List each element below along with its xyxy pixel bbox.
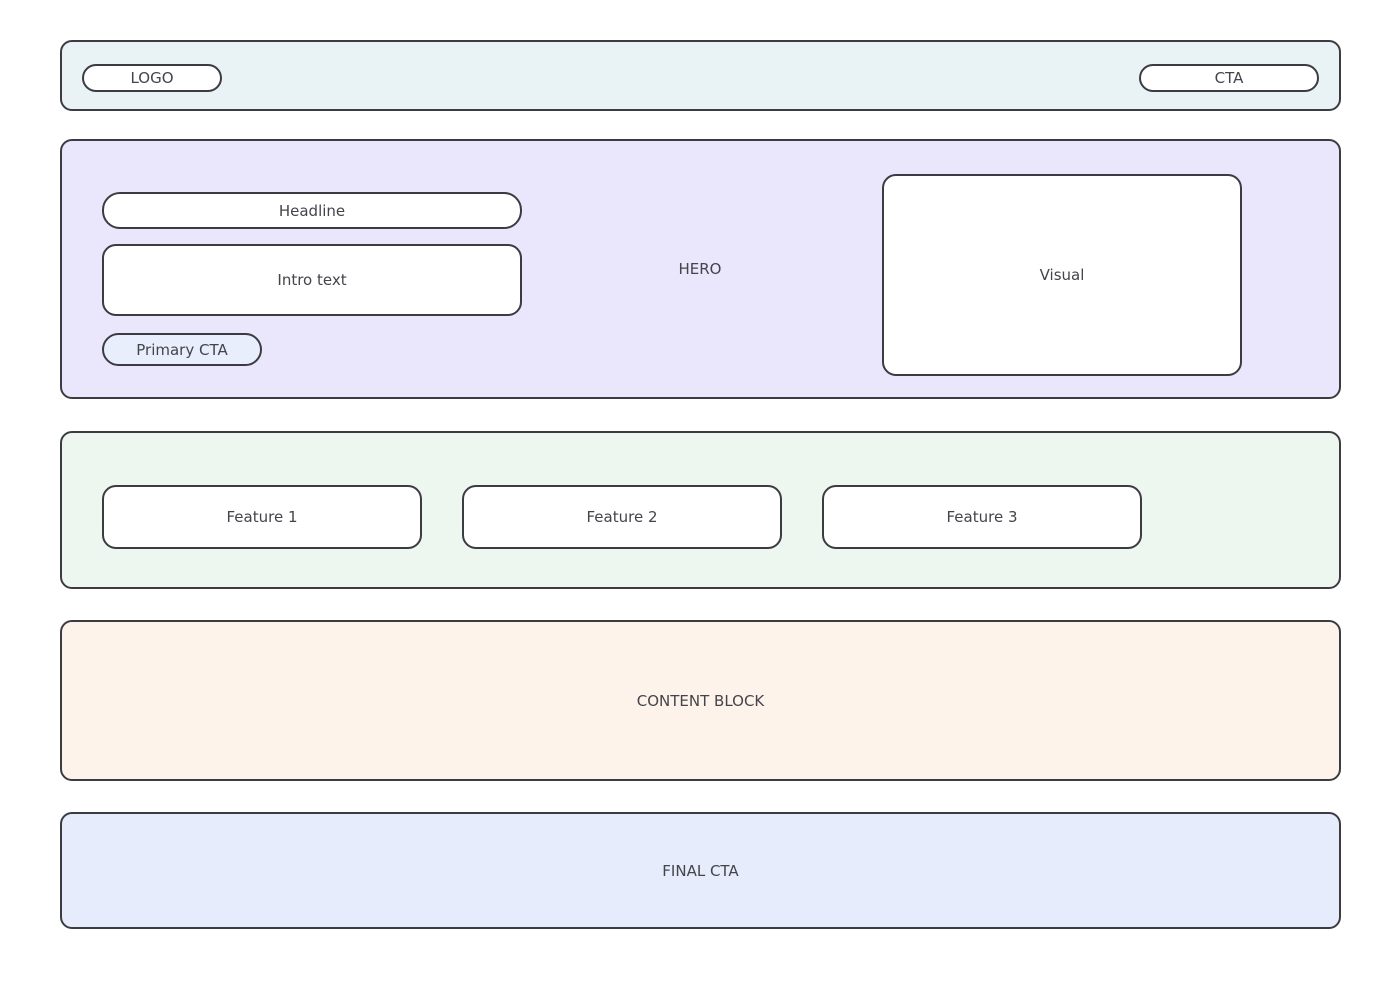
- logo-placeholder[interactable]: LOGO: [82, 64, 222, 92]
- feature-card-2[interactable]: Feature 2: [462, 485, 782, 549]
- feature-card-3[interactable]: Feature 3: [822, 485, 1142, 549]
- header-cta-button[interactable]: CTA: [1139, 64, 1319, 92]
- content-block-section: CONTENT BLOCK: [60, 620, 1341, 781]
- final-cta-section[interactable]: FINAL CTA: [60, 812, 1341, 929]
- header-section: LOGO CTA: [60, 40, 1341, 111]
- hero-headline-placeholder: Headline: [102, 192, 522, 229]
- hero-primary-cta-button[interactable]: Primary CTA: [102, 333, 262, 366]
- hero-intro-text-placeholder: Intro text: [102, 244, 522, 316]
- hero-visual-placeholder: Visual: [882, 174, 1242, 376]
- features-row: Feature 1 Feature 2 Feature 3: [62, 433, 1338, 586]
- feature-card-1[interactable]: Feature 1: [102, 485, 422, 549]
- features-section: Feature 1 Feature 2 Feature 3: [60, 431, 1341, 589]
- hero-section: HERO Headline Intro text Primary CTA Vis…: [60, 139, 1341, 399]
